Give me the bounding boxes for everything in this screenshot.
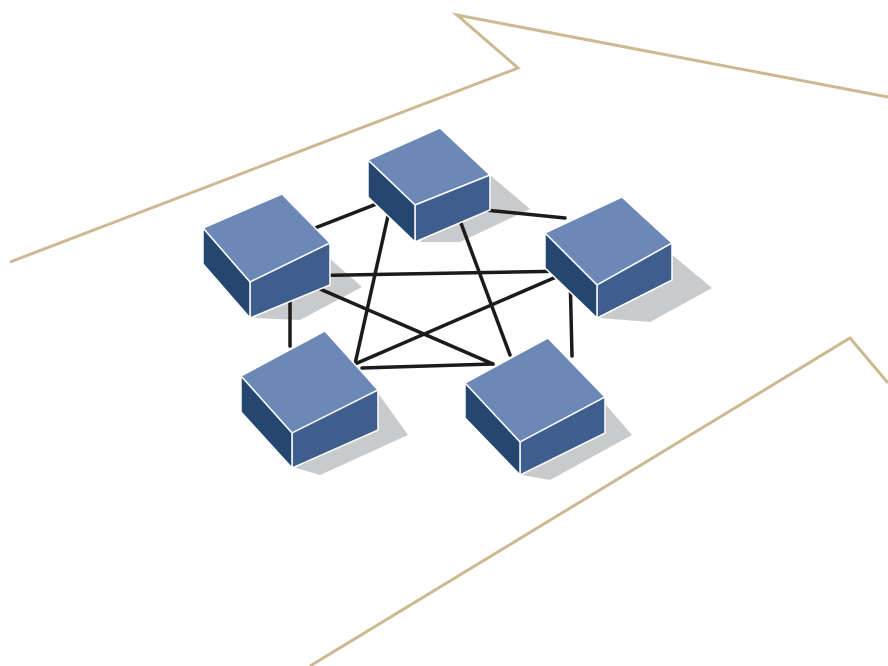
node-left-side-face (202, 225, 251, 321)
link-bottom-left-bottom-right (360, 362, 495, 370)
node-bottom-left-side-face (240, 374, 293, 470)
link-left-bottom-right (288, 274, 495, 366)
link-top-bottom-right (453, 205, 512, 357)
node-bottom-right-side-face (464, 381, 521, 477)
node-bottom-left (239, 330, 380, 470)
node-left (201, 193, 332, 321)
node-right (543, 196, 674, 320)
node-top-side-face (367, 158, 416, 244)
node-top (366, 127, 492, 244)
nodes (201, 127, 674, 477)
background-arrow-outline (9, 12, 888, 666)
link-left-right (288, 269, 572, 278)
node-right-side-face (544, 231, 598, 320)
node-bottom-right (463, 337, 607, 477)
link-top-bottom-left (353, 196, 394, 366)
link-right-bottom-left (353, 269, 572, 366)
